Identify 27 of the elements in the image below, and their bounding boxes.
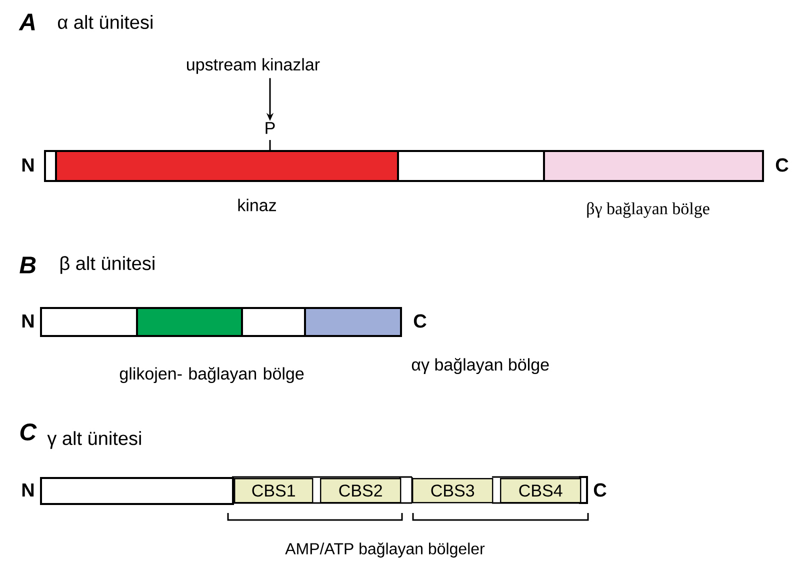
panel-title: β alt ünitesi	[60, 256, 154, 274]
terminus-label: N	[22, 158, 34, 172]
domain-segment	[40, 477, 234, 505]
domain-box: CBS3	[412, 478, 494, 504]
domain-box: CBS2	[320, 478, 402, 504]
domain-segment	[44, 150, 57, 182]
region-label: AMP/ATP bağlayan bölgeler	[285, 542, 485, 558]
domain-segment	[55, 150, 399, 182]
site-label: P	[266, 122, 275, 134]
panel-letter: B	[20, 256, 36, 274]
region-label: kinaz	[238, 198, 276, 212]
domain-segment	[40, 307, 138, 337]
region-label: βγ bağlayan bölge	[587, 202, 710, 218]
panel-title: γ alt ünitesi	[47, 431, 141, 449]
panel-letter: A	[18, 14, 35, 30]
domain-segment	[241, 307, 306, 337]
domain-segment	[543, 150, 764, 182]
region-label: αγ bağlayan bölge	[412, 358, 549, 374]
panel-title: α alt ünitesi	[58, 15, 152, 29]
domain-box: CBS4	[500, 478, 582, 504]
domain-segment	[304, 307, 402, 337]
region-label: glikojen- bağlayan bölge	[120, 366, 304, 384]
domain-box: CBS1	[234, 478, 314, 504]
panel-letter: C	[20, 424, 37, 440]
site-label: upstream kinazlar	[187, 58, 320, 74]
domain-segment	[136, 307, 243, 337]
domain-segment	[397, 150, 545, 182]
